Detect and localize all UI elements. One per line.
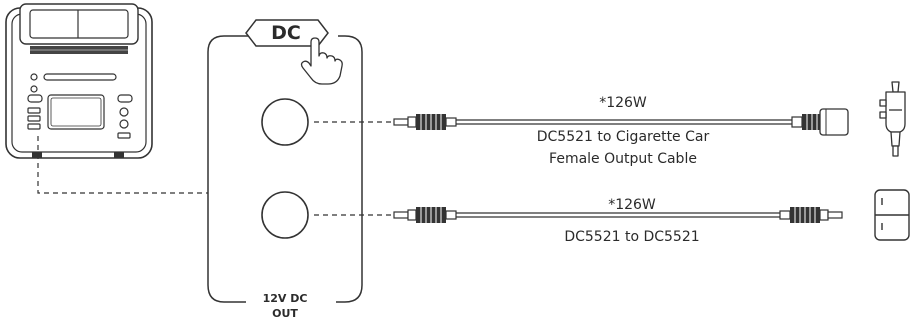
- cable-2-power: *126W: [608, 197, 656, 213]
- cable-1-name-line1: DC5521 to Cigarette Car: [537, 129, 710, 145]
- pointing-hand-icon: [300, 37, 343, 85]
- portable-power-station-icon: [5, 3, 153, 159]
- dc-out-panel: [207, 35, 363, 303]
- dc-badge-label: DC: [271, 22, 301, 44]
- dc-port-1: [261, 98, 309, 146]
- cable-1: [314, 108, 849, 136]
- dc-port-2: [261, 191, 309, 239]
- panel-label-line1: 12V DC: [263, 292, 308, 305]
- cable-2-name-line1: DC5521 to DC5521: [564, 229, 699, 245]
- cable-1-name-line2: Female Output Cable: [549, 151, 697, 167]
- cable-2: [314, 207, 843, 223]
- cable-1-power: *126W: [599, 95, 647, 111]
- panel-label-line2: OUT: [272, 307, 298, 320]
- car-cigarette-plug-icon: [879, 81, 906, 157]
- dc-device-icon: [874, 189, 910, 241]
- connection-line: [37, 136, 208, 194]
